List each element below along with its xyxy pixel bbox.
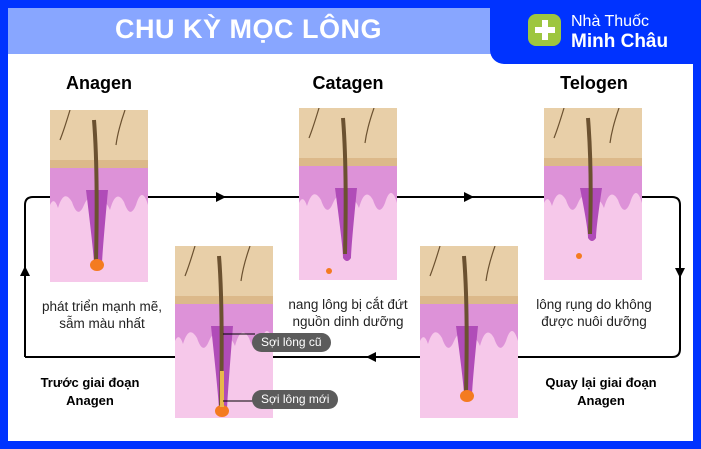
brand-box: Nhà Thuốc Minh Châu bbox=[490, 0, 701, 64]
title-band bbox=[8, 8, 498, 54]
stage-telogen: Telogen bbox=[560, 73, 628, 93]
brand-line2: Minh Châu bbox=[571, 31, 669, 52]
stage-anagen: Anagen bbox=[65, 73, 132, 93]
panel-catagen bbox=[299, 107, 397, 280]
stage-catagen: Catagen bbox=[312, 73, 384, 93]
page-title: CHU KỲ MỌC LÔNG bbox=[115, 14, 382, 44]
label-new-hair: Sợi lông mới bbox=[252, 390, 339, 409]
brand-line1: Nhà Thuốc bbox=[571, 13, 649, 30]
arrow-left-icon bbox=[366, 352, 376, 362]
arrow-right-icon bbox=[216, 192, 226, 202]
label-old-hair: Sợi lông cũ bbox=[252, 333, 331, 352]
panel-return-anagen bbox=[420, 245, 518, 418]
panel-telogen bbox=[544, 107, 642, 280]
panel-early-anagen bbox=[175, 245, 273, 418]
panel-anagen bbox=[50, 109, 148, 282]
caption-anagen: phát triển mạnh mẽ,sẫm màu nhất bbox=[41, 299, 163, 331]
pharmacy-cross-icon bbox=[528, 14, 561, 46]
arrow-down-icon bbox=[675, 268, 685, 278]
arrow-up-icon bbox=[20, 266, 30, 276]
arrow-right-icon bbox=[464, 192, 474, 202]
